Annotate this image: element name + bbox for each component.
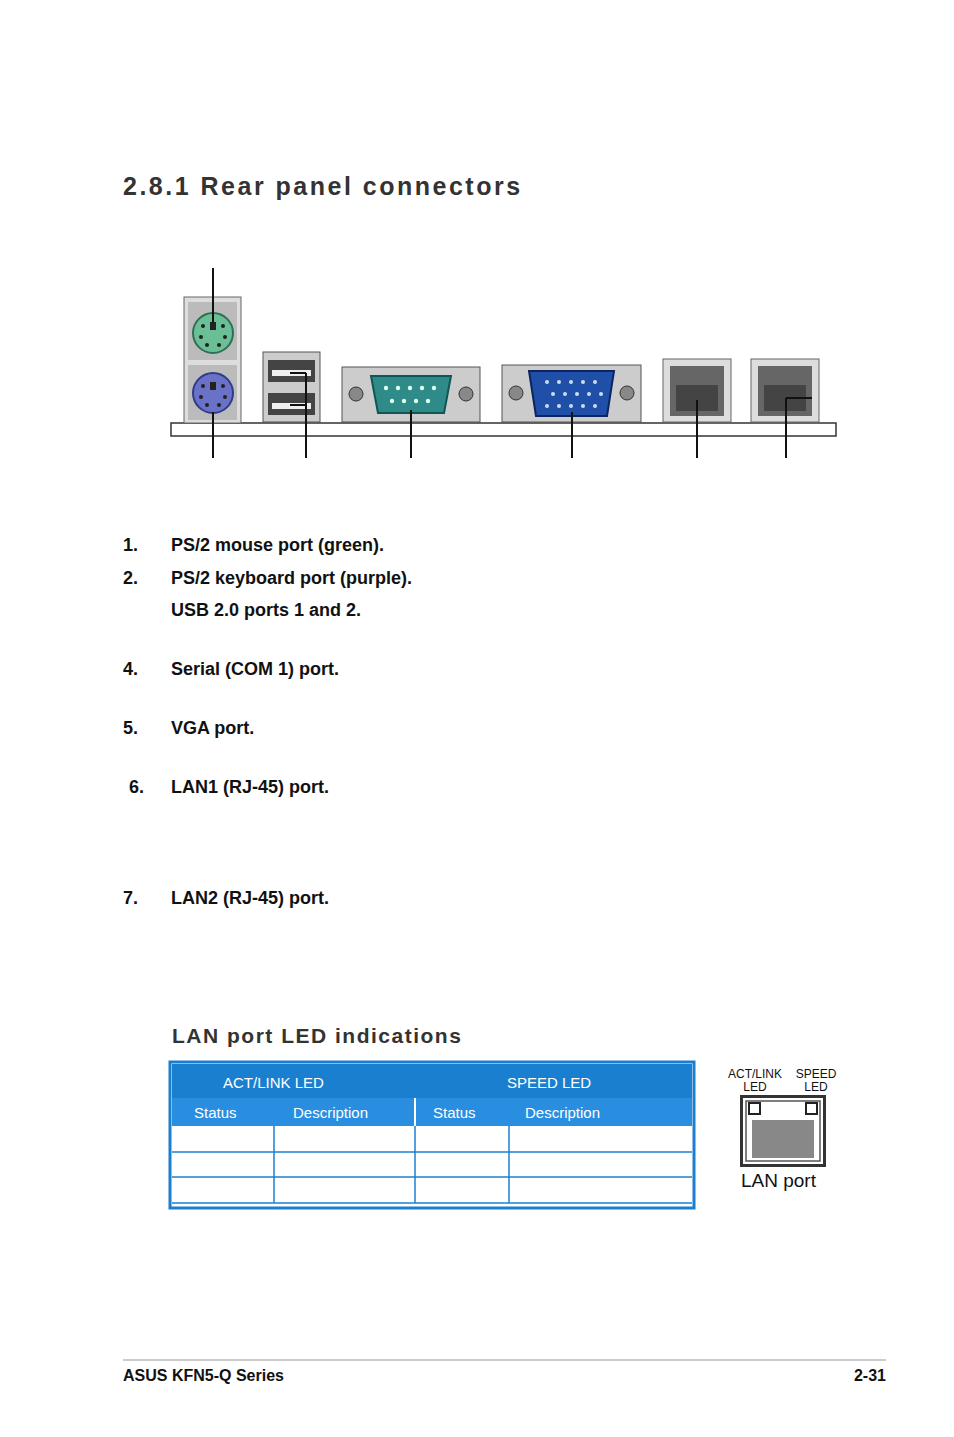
list-item: LAN1 (RJ-45) port. [171, 777, 329, 798]
led-label: ACT/LINK LED [723, 1068, 787, 1094]
vga-pin [581, 380, 585, 384]
list-item: PS/2 mouse port (green). [171, 535, 384, 556]
footer-text: ASUS KFN5-Q Series [123, 1367, 284, 1385]
vga-pin [587, 392, 591, 396]
table-header: ACT/LINK LED [223, 1074, 324, 1091]
table-title: LAN port LED indications [172, 1024, 462, 1048]
list-item: Serial (COM 1) port. [171, 659, 339, 680]
list-number: 4. [123, 659, 138, 680]
vga-pin [599, 392, 603, 396]
vga-pin [569, 404, 573, 408]
list-number: 7. [123, 888, 138, 909]
lan-port-drawing [743, 1098, 823, 1164]
vga-pin [557, 404, 561, 408]
table-header: Description [525, 1104, 600, 1121]
table-header: Description [293, 1104, 368, 1121]
list-number: 1. [123, 535, 138, 556]
port-label: LAN port [741, 1170, 816, 1192]
section-heading: 2.8.1 Rear panel connectors [123, 172, 523, 201]
vga-pin [545, 380, 549, 384]
vga-pin [575, 392, 579, 396]
lan-port-figure: ACT/LINK LEDSPEED LEDLAN port [740, 1095, 826, 1167]
table-header: Status [433, 1104, 476, 1121]
vga-pin [563, 392, 567, 396]
vga-pin [569, 380, 573, 384]
list-item: USB 2.0 ports 1 and 2. [171, 600, 361, 621]
vga-pin [593, 404, 597, 408]
list-item: VGA port. [171, 718, 254, 739]
vga-pin [551, 392, 555, 396]
list-item: LAN2 (RJ-45) port. [171, 888, 329, 909]
list-number: 5. [123, 718, 138, 739]
list-number: 2. [123, 568, 138, 589]
list-item: PS/2 keyboard port (purple). [171, 568, 412, 589]
led-label: SPEED LED [791, 1068, 841, 1094]
table-header: SPEED LED [507, 1074, 591, 1091]
table-header: Status [194, 1104, 237, 1121]
list-number: 6. [129, 777, 144, 798]
vga-pin [581, 404, 585, 408]
vga-pin [593, 380, 597, 384]
vga-pin [557, 380, 561, 384]
page-number: 2-31 [854, 1367, 886, 1385]
vga-pin [545, 404, 549, 408]
